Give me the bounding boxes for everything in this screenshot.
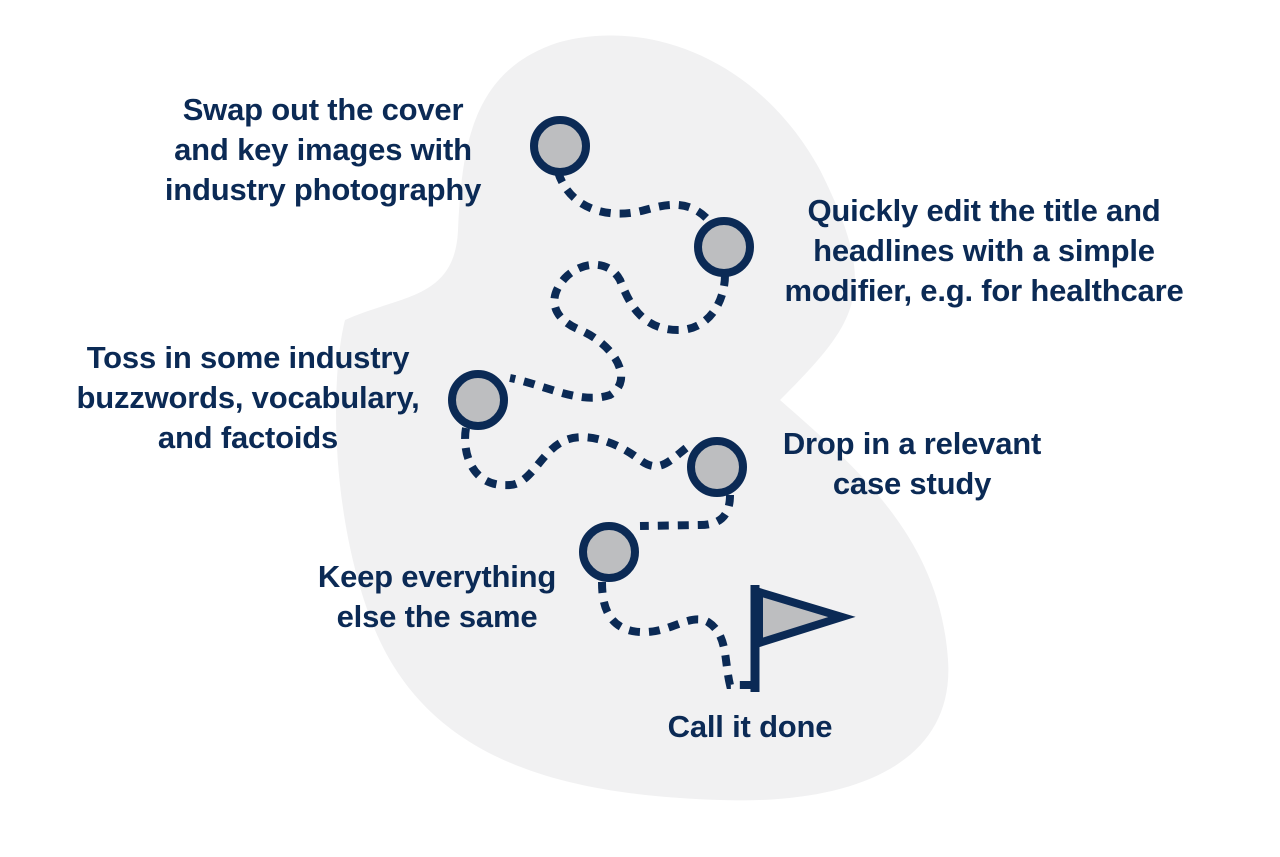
dotted-route <box>461 170 755 689</box>
step-3-line-1: Toss in some industry <box>86 340 410 375</box>
step-2-line-1: Quickly edit the title and <box>807 193 1161 228</box>
step-1-line-3: industry photography <box>164 172 482 207</box>
step-3-line-3: and factoids <box>157 420 339 455</box>
waypoint-marker-3 <box>448 370 508 430</box>
waypoint-marker-1 <box>530 116 590 176</box>
step-4-line-2: case study <box>832 466 992 501</box>
step-2-line-3: modifier, e.g. for healthcare <box>784 273 1184 308</box>
step-1-line-1: Swap out the cover <box>182 92 464 127</box>
finish-flag-icon <box>750 585 856 692</box>
step-label-swap-images: Swap out the cover and key images with i… <box>150 90 496 210</box>
waypoint-marker-5 <box>579 522 639 582</box>
step-5-line-1: Keep everything <box>317 559 557 594</box>
step-label-edit-headlines: Quickly edit the title and headlines wit… <box>770 191 1198 311</box>
step-label-buzzwords: Toss in some industry buzzwords, vocabul… <box>62 338 434 458</box>
step-2-line-2: headlines with a simple <box>813 233 1155 268</box>
step-1-line-2: and key images with <box>174 132 472 167</box>
step-label-case-study: Drop in a relevant case study <box>772 424 1052 504</box>
step-4-line-1: Drop in a relevant <box>782 426 1042 461</box>
waypoint-marker-4 <box>687 437 747 497</box>
waypoint-marker-2 <box>694 217 754 277</box>
step-6-line-1: Call it done <box>667 709 833 744</box>
step-5-line-2: else the same <box>336 599 538 634</box>
step-label-done: Call it done <box>650 707 850 747</box>
step-3-line-2: buzzwords, vocabulary, <box>76 380 420 415</box>
step-label-keep-same: Keep everything else the same <box>306 557 568 637</box>
